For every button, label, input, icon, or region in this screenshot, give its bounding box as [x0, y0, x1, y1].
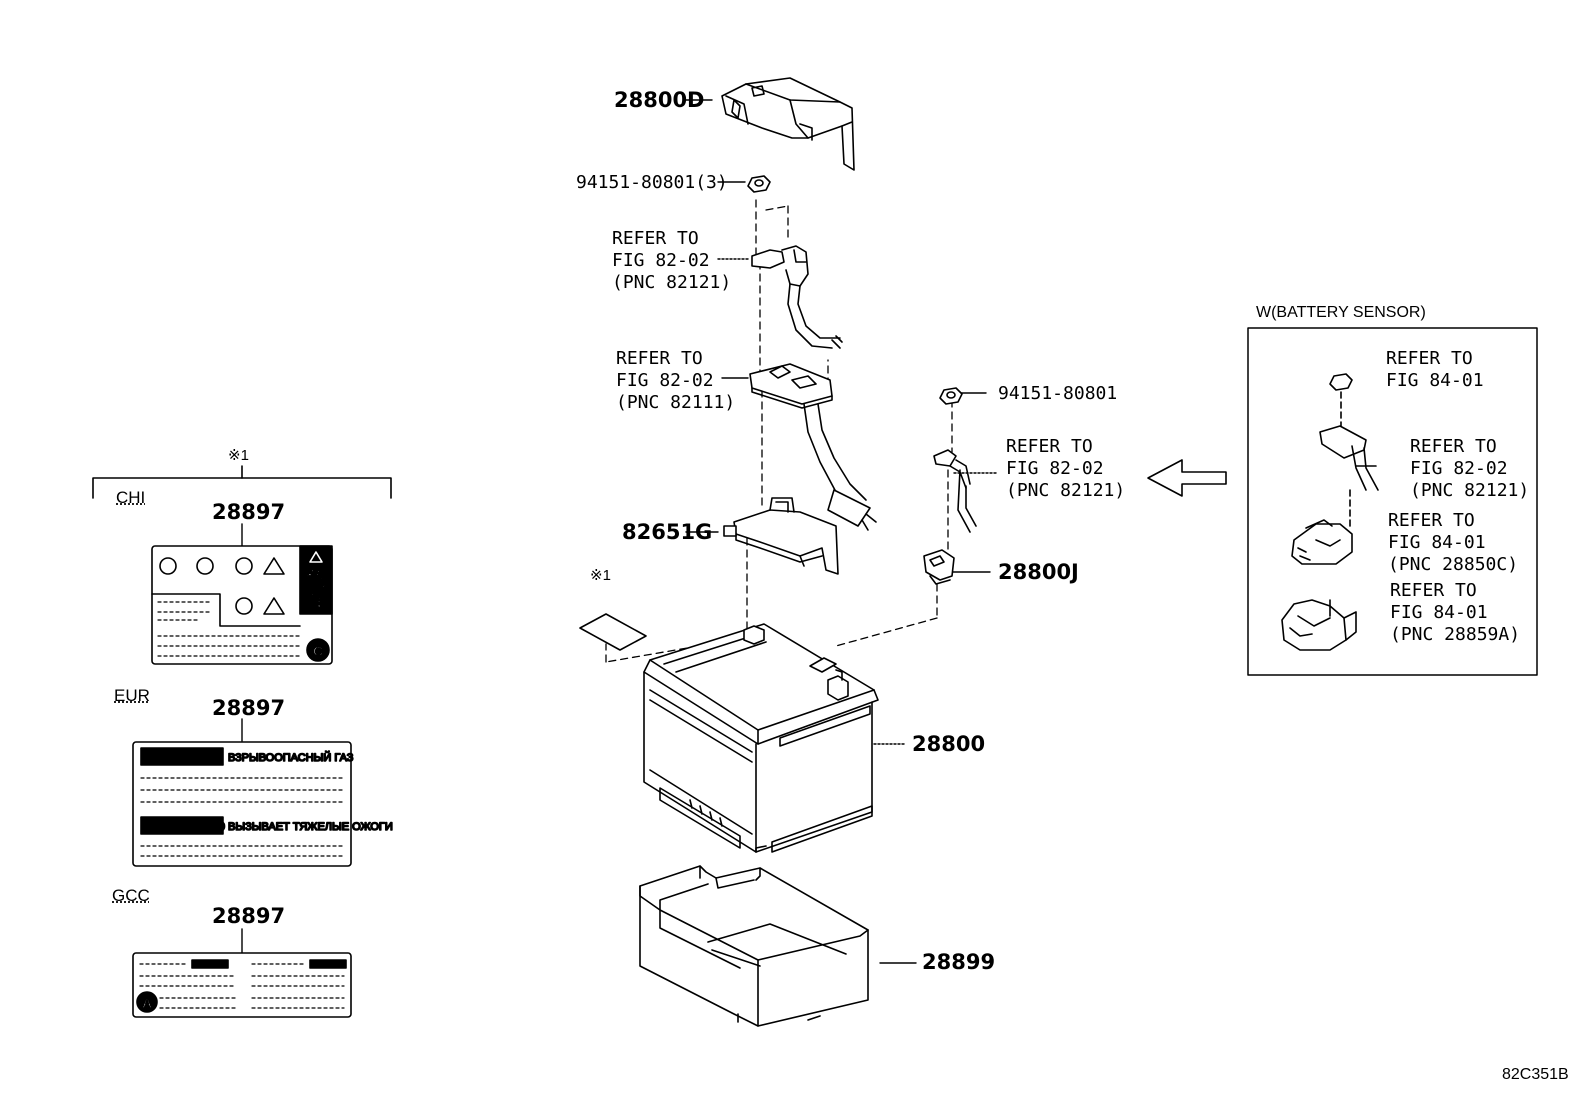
positive-terminal-art [751, 245, 843, 349]
eur-text-2: ВЫЗЫВАЕТ ТЯЖЕЛЫЕ ОЖОГИ [228, 821, 393, 833]
refer-line-2: FIG 82-02 [1410, 458, 1508, 479]
sensor-refer-a-callout[interactable]: REFER TO FIG 84-01 [1386, 348, 1484, 392]
refer-line-2: FIG 84-01 [1388, 532, 1486, 553]
battery-art [643, 623, 879, 853]
bracket-art [723, 497, 839, 575]
sensor-refer-b-callout[interactable]: REFER TO FIG 82-02 (PNC 82121) [1410, 436, 1529, 502]
nut-art [747, 175, 771, 193]
clamp-art [749, 363, 877, 531]
refer-line-2: FIG 82-02 [612, 250, 710, 271]
battery-tray-art [639, 865, 869, 1027]
part-terminal-label[interactable]: 28800J [998, 560, 1079, 584]
part-cover-label[interactable]: 28800D [614, 88, 705, 112]
part-nut-set-label[interactable]: 94151-80801(3) [576, 172, 728, 193]
refer-line-2: FIG 84-01 [1386, 370, 1484, 391]
refer-line-1: REFER TO [1386, 348, 1473, 369]
sensor-refer-d-callout[interactable]: REFER TO FIG 84-01 (PNC 28859A) [1390, 580, 1520, 646]
region-chi-label: CHI [116, 488, 146, 507]
chi-label-part-number[interactable]: 28897 [212, 500, 286, 524]
chi-badge: C [313, 643, 323, 659]
sensor-box-frame [1247, 327, 1538, 676]
refer-line-3: (PNC 82121) [1410, 480, 1530, 501]
eur-label-part-number[interactable]: 28897 [212, 696, 286, 720]
assembly-lines [605, 199, 953, 663]
view-arrow [1147, 459, 1227, 497]
gcc-badge: A [142, 995, 152, 1011]
refer-line-1: REFER TO [1388, 510, 1475, 531]
sensor-box-art [1281, 373, 1379, 651]
gcc-label-art [132, 952, 352, 1018]
chi-kanji-2: 険 [306, 591, 326, 615]
part-tray-label[interactable]: 28899 [922, 950, 996, 974]
region-gcc-label: GCC [112, 886, 150, 905]
chi-kanji-1: 危 [306, 567, 326, 591]
refer-line-3: (PNC 82121) [612, 272, 732, 293]
leader-lines [241, 99, 999, 964]
part-battery-label[interactable]: 28800 [912, 732, 986, 756]
refer-terminal-callout[interactable]: REFER TO FIG 82-02 (PNC 82121) [612, 228, 731, 294]
figure-code: 82C351B [1502, 1066, 1569, 1083]
eur-text-1: ВЗРЫВООПАСНЫЙ ГАЗ [228, 751, 354, 764]
gcc-label-part-number[interactable]: 28897 [212, 904, 286, 928]
part-bracket-label[interactable]: 82651G [622, 520, 713, 544]
eur-label-art [132, 741, 352, 867]
refer-line-1: REFER TO [1390, 580, 1477, 601]
refer-line-3: (PNC 82111) [616, 392, 736, 413]
eur-warning-1: ОПАСНО! [148, 749, 213, 765]
note-mark-small-label: ※1 [590, 567, 611, 584]
refer-negative-callout[interactable]: REFER TO FIG 82-02 (PNC 82121) [1006, 436, 1125, 502]
refer-line-1: REFER TO [616, 348, 703, 369]
sensor-refer-c-callout[interactable]: REFER TO FIG 84-01 (PNC 28850C) [1388, 510, 1518, 576]
refer-line-1: REFER TO [612, 228, 699, 249]
eur-warning-2: ТОКСИЧНО [148, 818, 225, 834]
refer-line-3: (PNC 28859A) [1390, 624, 1521, 645]
nut-single-art [939, 387, 963, 405]
sensor-box-title: W(BATTERY SENSOR) [1256, 304, 1426, 321]
small-label-art [579, 613, 647, 651]
region-eur-label: EUR [114, 686, 150, 705]
part-nut-single-label[interactable]: 94151-80801 [998, 383, 1118, 404]
refer-line-3: (PNC 82121) [1006, 480, 1126, 501]
refer-line-2: FIG 82-02 [1006, 458, 1104, 479]
refer-clamp-callout[interactable]: REFER TO FIG 82-02 (PNC 82111) [616, 348, 735, 414]
refer-line-1: REFER TO [1410, 436, 1497, 457]
note-mark-labels-group: ※1 [228, 447, 249, 464]
refer-line-3: (PNC 28850C) [1388, 554, 1519, 575]
chi-label-art [151, 545, 333, 665]
refer-line-1: REFER TO [1006, 436, 1093, 457]
terminal-art [923, 549, 955, 585]
labels-bracket [92, 465, 392, 499]
negative-cable-art [933, 449, 977, 533]
refer-line-2: FIG 84-01 [1390, 602, 1488, 623]
refer-line-2: FIG 82-02 [616, 370, 714, 391]
battery-cover-art [721, 77, 855, 171]
